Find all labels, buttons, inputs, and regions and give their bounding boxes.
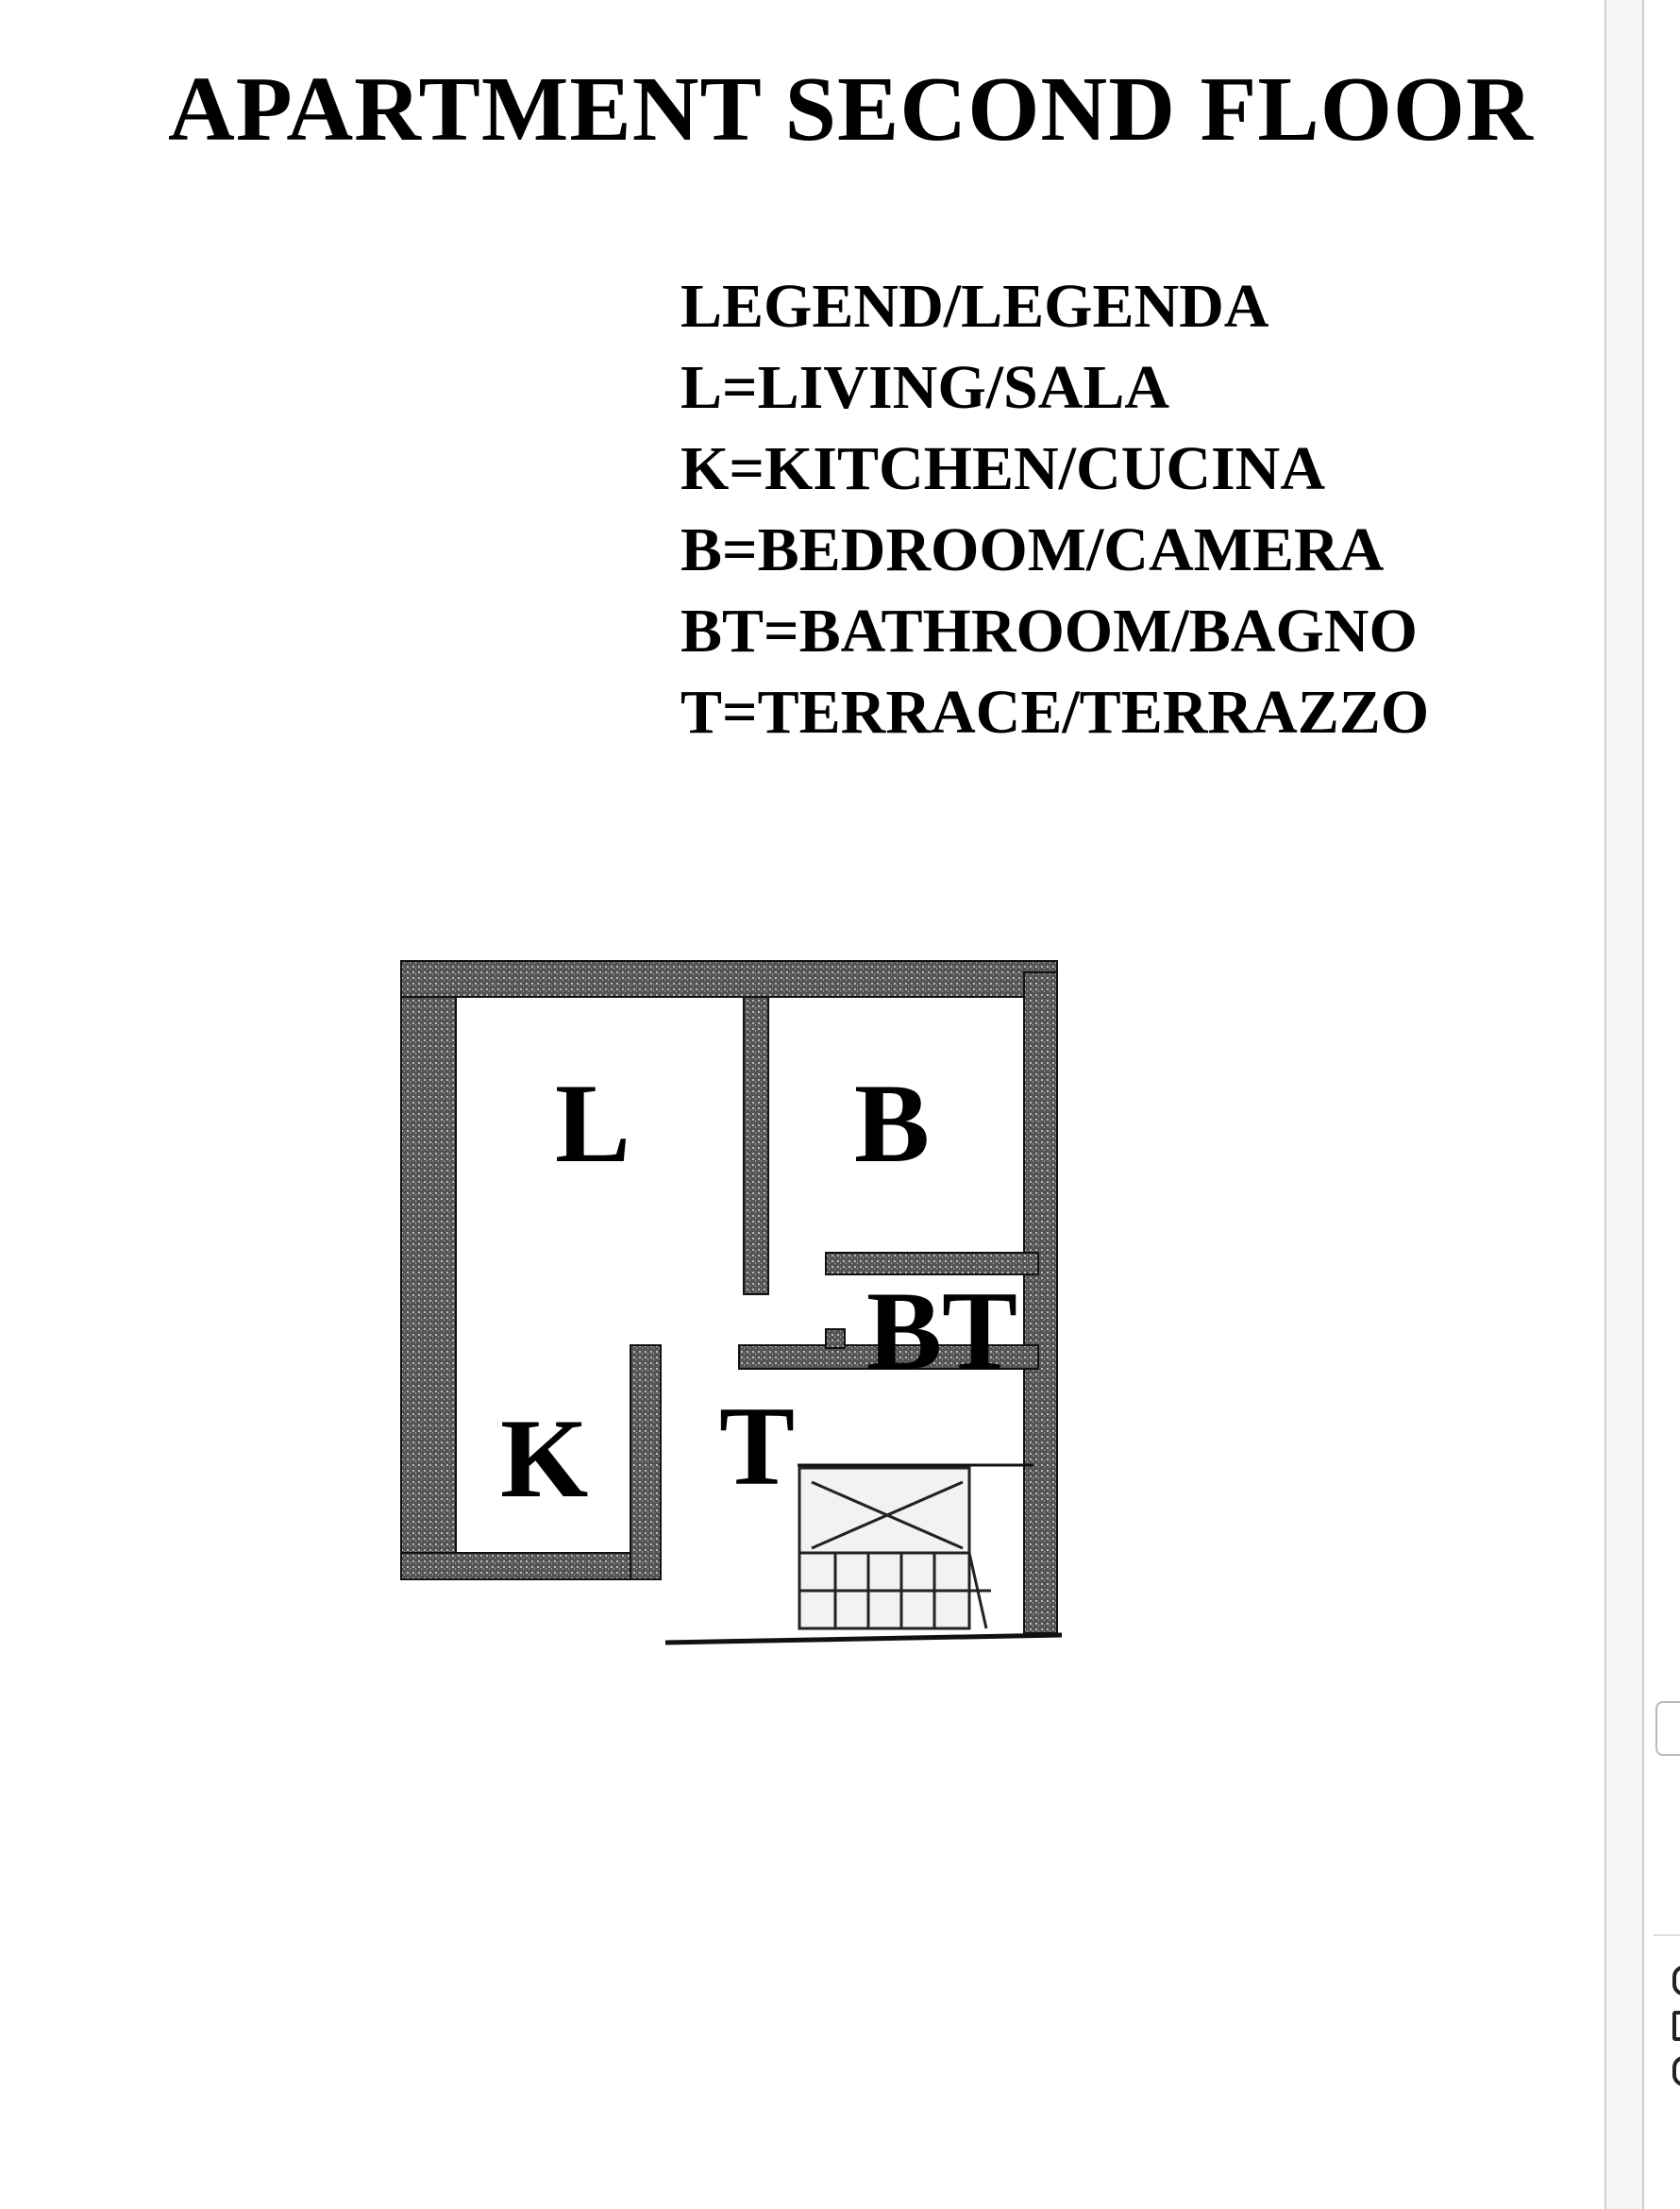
side-panel-button[interactable]	[1655, 1701, 1680, 1756]
legend-item-bedroom: B=BEDROOM/CAMERA	[680, 515, 1385, 584]
legend-item-living: L=LIVING/SALA	[680, 353, 1170, 422]
legend: LEGEND/LEGENDA L=LIVING/SALA K=KITCHEN/C…	[680, 266, 1429, 753]
page-title: APARTMENT SECOND FLOOR	[168, 59, 1534, 160]
walls	[400, 960, 1058, 1634]
room-label-living: L	[555, 1060, 631, 1186]
side-panel-icon[interactable]	[1672, 1965, 1680, 1996]
room-label-bedroom: B	[854, 1060, 931, 1186]
floor-plan-drawing	[400, 960, 1063, 1645]
legend-item-terrace: T=TERRACE/TERRAZZO	[680, 678, 1430, 747]
side-panel-circle-icon[interactable]	[1672, 2056, 1680, 2086]
side-panel-square-icon[interactable]	[1672, 2011, 1680, 2041]
side-panel-divider	[1654, 1934, 1680, 1936]
floor-plan: L B BT K T	[378, 925, 1114, 1775]
room-label-kitchen: K	[500, 1395, 589, 1521]
legend-item-kitchen: K=KITCHEN/CUCINA	[680, 434, 1326, 503]
scrollbar[interactable]	[1604, 0, 1644, 2209]
base-line	[664, 1632, 1063, 1645]
room-label-bathroom: BT	[866, 1268, 1018, 1393]
stairs	[798, 1466, 991, 1630]
legend-heading: LEGEND/LEGENDA	[680, 272, 1269, 341]
room-label-terrace: T	[719, 1383, 796, 1509]
legend-item-bathroom: BT=BATHROOM/BAGNO	[680, 597, 1418, 666]
